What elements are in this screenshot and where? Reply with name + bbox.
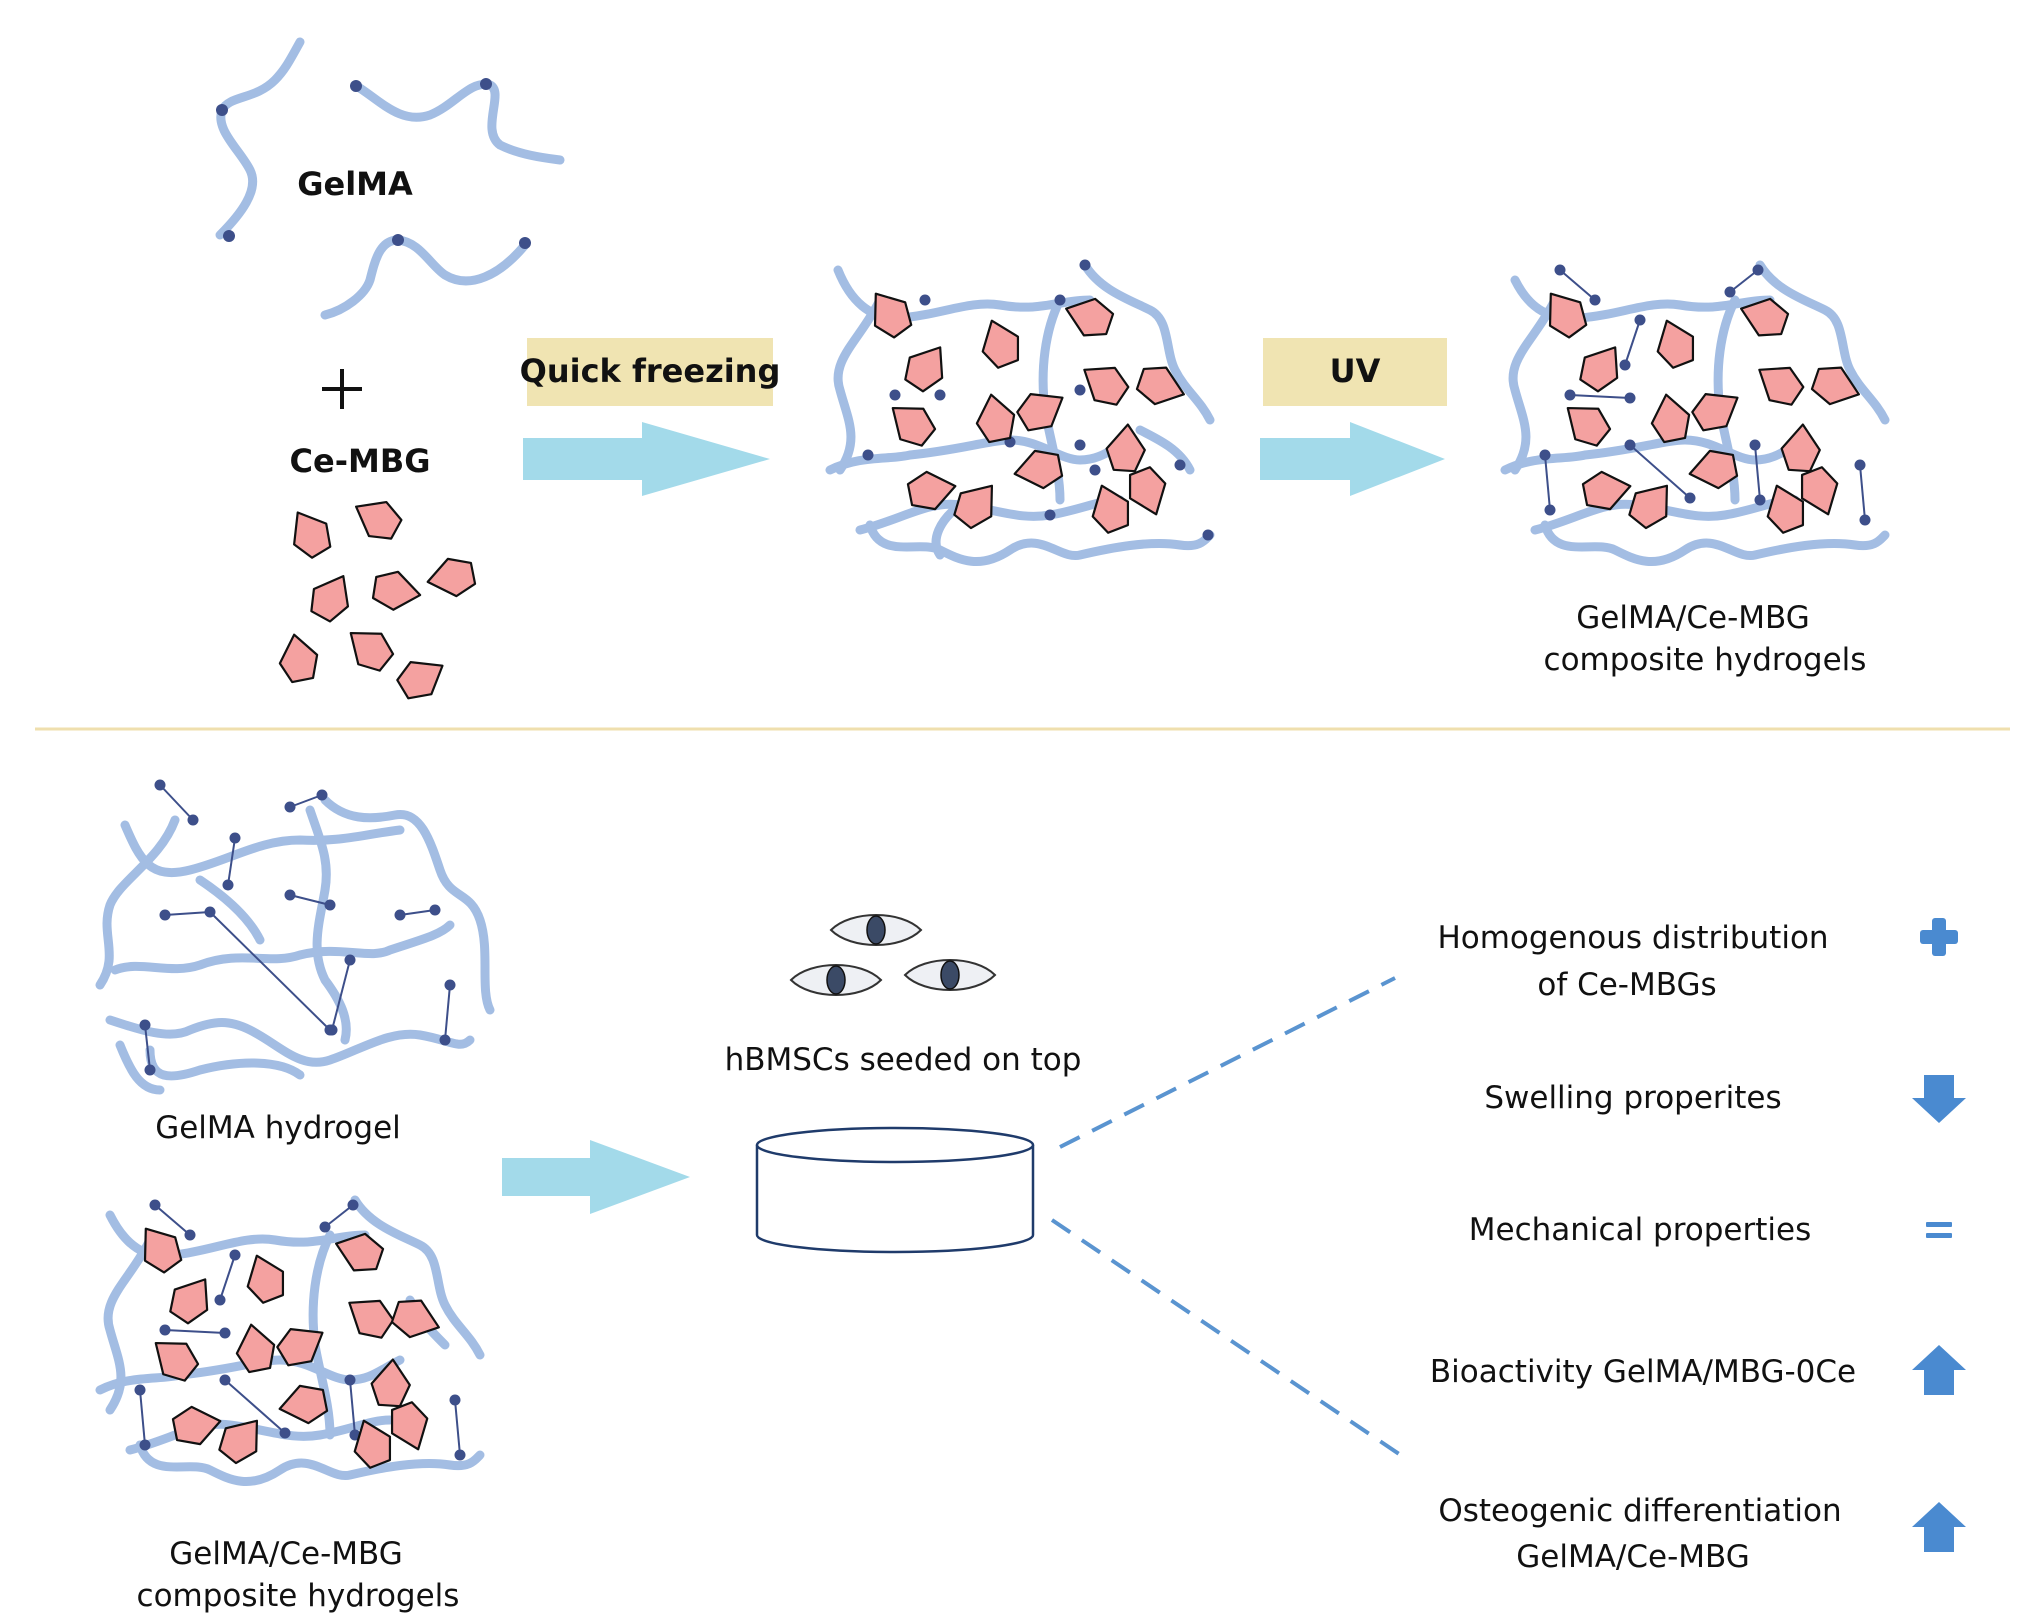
indicator-arrow-up-icon-2: [1912, 1502, 1966, 1552]
composite-label-bottom-line1: GelMA/Ce-MBG: [169, 1536, 403, 1572]
quick-freezing-label-box: [527, 338, 773, 406]
result-2-line1: Swelling properites: [1484, 1080, 1782, 1116]
composite-network-bottom: [95, 1195, 485, 1487]
hydrogel-disk: [755, 1126, 1035, 1254]
result-1-line1: Homogenous distribution: [1437, 920, 1829, 956]
composite-network-top: [1500, 260, 1890, 567]
cells-label: hBMSCs seeded on top: [724, 1042, 1082, 1078]
indicator-equals-icon: [1926, 1222, 1952, 1238]
result-1-line2: of Ce-MBGs: [1537, 967, 1717, 1003]
gelma-hydrogel-network: [95, 779, 495, 1095]
hbmsc-cells: [789, 914, 997, 996]
result-3-line1: Mechanical properties: [1468, 1212, 1812, 1248]
plus-sign: [322, 369, 362, 409]
result-4-line1: Bioactivity GelMA/MBG-0Ce: [1429, 1354, 1857, 1390]
uv-label: UV: [1329, 352, 1381, 390]
gelma-label: GelMA: [297, 165, 413, 203]
composite-label-top-line1: GelMA/Ce-MBG: [1576, 600, 1810, 636]
composite-label-top-line2: composite hydrogels: [1543, 642, 1867, 678]
quick-freezing-label: Quick freezing: [519, 352, 781, 390]
uv-label-box: [1263, 338, 1447, 406]
gelma-crosslink-nodes: [216, 78, 531, 249]
frozen-network: [825, 259, 1215, 567]
indicator-plus-icon: [1920, 918, 1958, 956]
composite-label-bottom-line2: composite hydrogels: [136, 1578, 460, 1614]
cembg-particles: [272, 492, 485, 705]
indicator-arrow-up-icon-1: [1912, 1345, 1966, 1395]
result-connectors: [1050, 976, 1410, 1462]
cembg-label: Ce-MBG: [289, 442, 431, 480]
result-5-line1: Osteogenic differentiation: [1438, 1493, 1842, 1529]
process-arrows: [502, 422, 1445, 1214]
gelma-hydrogel-label: GelMA hydrogel: [155, 1110, 401, 1146]
indicator-arrow-down-icon: [1912, 1075, 1966, 1123]
result-5-line2: GelMA/Ce-MBG: [1516, 1539, 1750, 1575]
